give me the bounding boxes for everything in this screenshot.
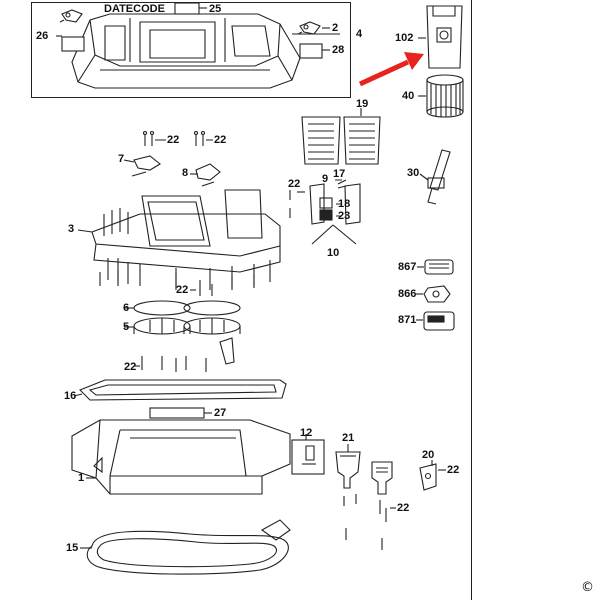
- part-label-22-a: 22: [167, 134, 180, 146]
- screws-drawing-22-mid: [99, 270, 255, 296]
- latch-drawing-26: [59, 9, 83, 23]
- latch-drawing-7: [131, 155, 161, 177]
- part-label-4: 4: [356, 28, 363, 40]
- part-label-20: 20: [422, 449, 435, 461]
- part-label-22-f: 22: [447, 464, 460, 476]
- datecode-label-box: [174, 2, 200, 15]
- case-lid-drawing: [71, 13, 301, 89]
- gasket-drawing-6: [133, 300, 241, 316]
- part-label-8: 8: [182, 167, 189, 179]
- part-label-2: 2: [332, 22, 339, 34]
- part-drawing-867: [424, 259, 454, 275]
- part-drawing-20: [419, 463, 437, 491]
- part-label-22-c: 22: [288, 178, 301, 190]
- part-label-866: 866: [398, 288, 417, 300]
- part-label-28: 28: [332, 44, 345, 56]
- part-label-871: 871: [398, 314, 417, 326]
- part-label-22-d: 22: [176, 284, 189, 296]
- copyright-symbol: ©: [581, 580, 594, 595]
- part-label-17: 17: [333, 168, 346, 180]
- label-box-27: [149, 407, 205, 419]
- part-label-12: 12: [300, 427, 313, 439]
- filter-bag-drawing-102: [426, 5, 463, 69]
- part-label-21: 21: [342, 432, 355, 444]
- part-label-40: 40: [402, 90, 415, 102]
- part-drawing-866: [423, 285, 451, 303]
- filter-pads-drawing-19: [301, 116, 381, 165]
- gasket-drawing-16: [79, 379, 287, 401]
- label-box-28: [299, 43, 323, 59]
- part-label-9: 9: [322, 173, 329, 185]
- part-label-5: 5: [123, 321, 130, 333]
- part-label-27: 27: [214, 407, 227, 419]
- part-label-102: 102: [395, 32, 414, 44]
- hose-drawing-15: [86, 519, 291, 575]
- chassis-drawing-3: [91, 189, 281, 290]
- part-drawing-12: [291, 439, 325, 475]
- battery-drawing-871: [423, 311, 455, 331]
- strap-drawing-30: [427, 149, 451, 205]
- tank-drawing-1: [71, 419, 291, 495]
- right-panel-divider: [471, 0, 472, 600]
- part-label-30: 30: [407, 167, 420, 179]
- cartridge-filter-drawing-40: [426, 74, 464, 118]
- part-label-7: 7: [118, 153, 125, 165]
- part-label-867: 867: [398, 261, 417, 273]
- screws-drawing-22-lower: [141, 337, 235, 372]
- impeller-drawing-5: [133, 317, 241, 335]
- callout-arrow: [358, 52, 424, 87]
- part-label-26: 26: [36, 30, 49, 42]
- part-drawing-21: [335, 451, 361, 489]
- part-label-3: 3: [68, 223, 75, 235]
- part-label-10: 10: [327, 247, 340, 259]
- part-label-15: 15: [66, 542, 79, 554]
- part-label-1: 1: [78, 472, 85, 484]
- part-drawing-21b: [371, 461, 393, 495]
- part-label-6: 6: [123, 302, 130, 314]
- part-label-25: 25: [209, 3, 222, 15]
- part-label-16: 16: [64, 390, 77, 402]
- label-box-26: [61, 36, 85, 52]
- latch-drawing-8: [195, 163, 221, 187]
- part-label-19: 19: [356, 98, 369, 110]
- screws-drawing-22-upper: [142, 130, 206, 146]
- bracket-assembly-drawing-10: [309, 179, 361, 245]
- part-label-22-e: 22: [124, 361, 137, 373]
- latch-drawing-2: [297, 21, 321, 35]
- datecode-label: DATECODE: [104, 3, 165, 15]
- part-label-22-g: 22: [397, 502, 410, 514]
- part-label-22-b: 22: [214, 134, 227, 146]
- part-label-18: 18: [338, 198, 351, 210]
- part-label-23: 23: [338, 210, 351, 222]
